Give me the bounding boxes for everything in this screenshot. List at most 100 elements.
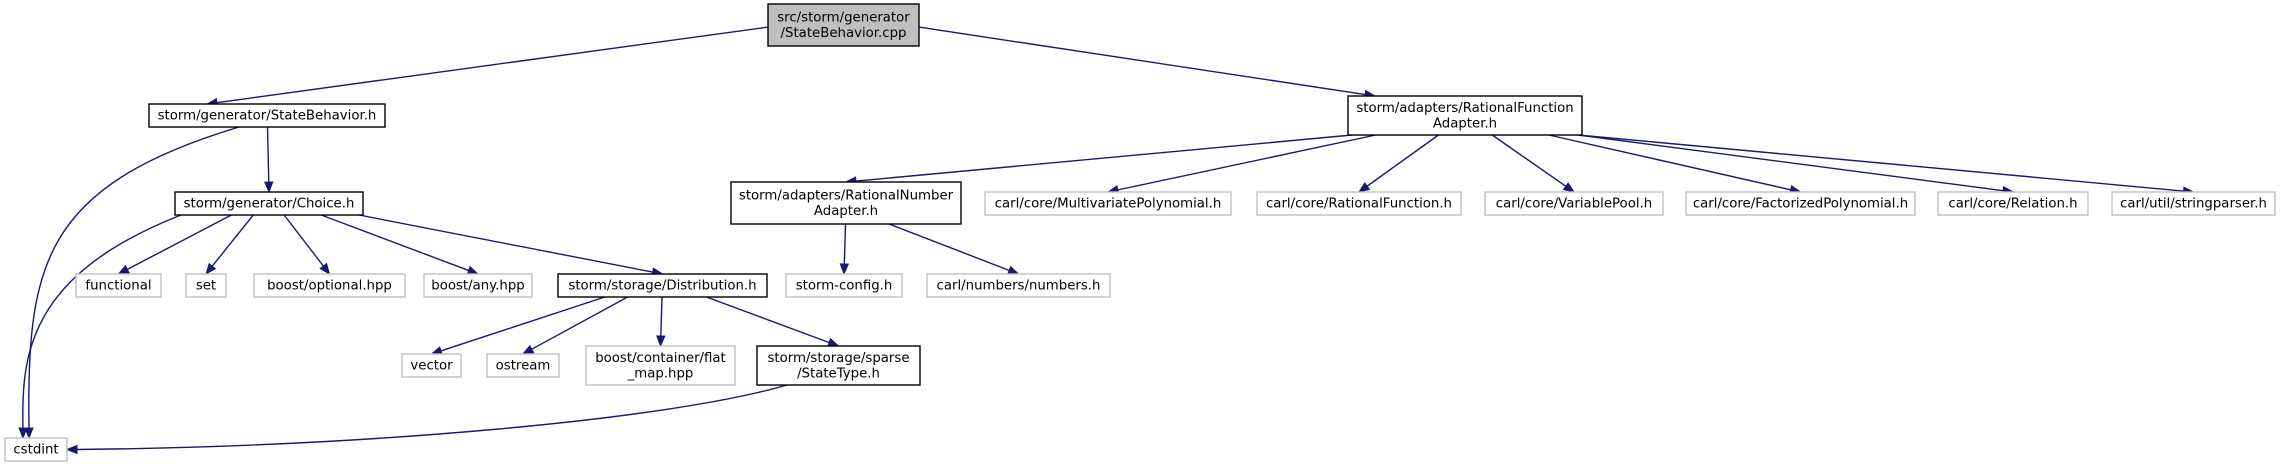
node-carl-factorizedpolynomial[interactable]: carl/core/FactorizedPolynomial.h bbox=[1685, 191, 1916, 216]
node-label: set bbox=[196, 279, 216, 294]
edge-line bbox=[854, 134, 1353, 182]
node-label: _map.hpp bbox=[627, 366, 694, 381]
node-functional[interactable]: functional bbox=[75, 273, 162, 298]
node-boost-flat-map[interactable]: boost/container/flat_map.hpp bbox=[585, 345, 736, 386]
edge-choice-to-cstdint bbox=[18, 214, 182, 440]
node-box bbox=[1937, 191, 2089, 216]
arrowhead-icon bbox=[117, 264, 131, 275]
edge-choice-to-any bbox=[321, 214, 480, 275]
node-box bbox=[2111, 191, 2276, 216]
nodes-layer: src/storm/generator/StateBehavior.cpp sto… bbox=[4, 3, 2276, 462]
node-box bbox=[486, 353, 560, 378]
edge-choice-to-dist bbox=[358, 214, 664, 277]
node-statetype-h[interactable]: storm/storage/sparse/StateType.h bbox=[756, 345, 921, 386]
edge-rfa-to-rf bbox=[1357, 134, 1439, 193]
edge-line bbox=[1577, 134, 2005, 192]
edge-rna-to-stormconfig bbox=[839, 223, 850, 276]
node-label: cstdint bbox=[13, 443, 58, 458]
node-label: carl/core/Relation.h bbox=[1948, 197, 2077, 212]
node-box bbox=[585, 345, 736, 386]
edge-line bbox=[358, 214, 654, 273]
edge-line bbox=[266, 126, 270, 184]
edge-line bbox=[215, 26, 769, 104]
edge-rfa-to-mvp bbox=[1106, 134, 1376, 195]
node-label: storm/generator/Choice.h bbox=[184, 197, 355, 212]
edge-line bbox=[439, 296, 605, 352]
node-box bbox=[1347, 95, 1583, 136]
edge-dist-to-flatmap bbox=[656, 296, 666, 348]
node-carl-multivariatepolynomial[interactable]: carl/core/MultivariatePolynomial.h bbox=[984, 191, 1232, 216]
node-choice-h[interactable]: storm/generator/Choice.h bbox=[174, 191, 364, 216]
node-label: functional bbox=[85, 279, 151, 294]
edge-rfa-to-vp bbox=[1491, 134, 1576, 193]
arrowhead-icon bbox=[319, 262, 331, 276]
edge-sb-to-choice bbox=[264, 126, 274, 194]
node-ostream[interactable]: ostream bbox=[486, 353, 560, 378]
node-carl-rationalfunction[interactable]: carl/core/RationalFunction.h bbox=[1256, 191, 1462, 216]
node-box bbox=[1685, 191, 1916, 216]
node-label: Adapter.h bbox=[1433, 116, 1497, 131]
node-label: carl/core/FactorizedPolynomial.h bbox=[1693, 197, 1908, 212]
node-statebehavior-h[interactable]: storm/generator/StateBehavior.h bbox=[148, 103, 386, 128]
edge-dist-to-statetype bbox=[706, 296, 840, 347]
edge-rna-to-numbers bbox=[888, 223, 1020, 275]
edge-line bbox=[126, 214, 232, 271]
node-box bbox=[926, 273, 1111, 298]
node-box bbox=[767, 3, 920, 47]
edge-rfa-to-rna bbox=[844, 134, 1353, 186]
node-boost-any[interactable]: boost/any.hpp bbox=[423, 273, 533, 298]
node-label: carl/util/stringparser.h bbox=[2120, 197, 2267, 212]
node-label: carl/core/RationalFunction.h bbox=[1266, 197, 1452, 212]
edge-line bbox=[1365, 134, 1439, 188]
node-carl-variablepool[interactable]: carl/core/VariablePool.h bbox=[1484, 191, 1664, 216]
node-statebehavior-cpp[interactable]: src/storm/generator/StateBehavior.cpp bbox=[767, 3, 920, 47]
edge-root-to-rfa bbox=[918, 26, 1377, 100]
node-carl-stringparser[interactable]: carl/util/stringparser.h bbox=[2111, 191, 2276, 216]
node-box bbox=[4, 437, 68, 462]
node-box bbox=[557, 273, 768, 298]
node-cstdint[interactable]: cstdint bbox=[4, 437, 68, 462]
node-carl-relation[interactable]: carl/core/Relation.h bbox=[1937, 191, 2089, 216]
node-label: /StateType.h bbox=[797, 366, 880, 381]
arrowhead-icon bbox=[1006, 265, 1020, 275]
node-box bbox=[1484, 191, 1664, 216]
edge-choice-to-functional bbox=[117, 214, 232, 275]
node-box bbox=[401, 353, 462, 378]
node-label: storm/storage/sparse bbox=[767, 351, 909, 366]
node-box bbox=[75, 273, 162, 298]
node-set[interactable]: set bbox=[185, 273, 227, 298]
arrowhead-icon bbox=[1562, 182, 1576, 193]
arrowhead-icon bbox=[656, 335, 666, 348]
node-storm-config[interactable]: storm-config.h bbox=[785, 273, 903, 298]
node-label: Adapter.h bbox=[814, 204, 878, 219]
edge-line bbox=[1577, 134, 2185, 192]
arrowhead-icon bbox=[65, 444, 78, 455]
edge-line bbox=[283, 214, 325, 268]
edge-line bbox=[76, 384, 788, 451]
node-vector[interactable]: vector bbox=[401, 353, 462, 378]
node-carl-numbers[interactable]: carl/numbers/numbers.h bbox=[926, 273, 1111, 298]
edge-line bbox=[1491, 134, 1568, 188]
node-box bbox=[730, 181, 962, 225]
node-boost-optional[interactable]: boost/optional.hpp bbox=[253, 273, 406, 298]
edge-line bbox=[1116, 134, 1376, 191]
node-label: storm/storage/Distribution.h bbox=[568, 279, 756, 294]
edge-line bbox=[918, 26, 1367, 96]
node-label: carl/core/MultivariatePolynomial.h bbox=[995, 197, 1222, 212]
node-distribution-h[interactable]: storm/storage/Distribution.h bbox=[557, 273, 768, 298]
arrowhead-icon bbox=[18, 427, 28, 440]
node-box bbox=[1256, 191, 1462, 216]
edge-sb-to-cstdint bbox=[24, 126, 240, 440]
arrowhead-icon bbox=[24, 427, 34, 440]
node-label: storm/adapters/RationalNumber bbox=[739, 188, 954, 203]
edge-rfa-to-sp bbox=[1577, 134, 2195, 196]
edge-line bbox=[211, 214, 254, 268]
node-box bbox=[423, 273, 533, 298]
node-box bbox=[785, 273, 903, 298]
edge-line bbox=[530, 296, 628, 351]
node-label: storm/generator/StateBehavior.h bbox=[158, 109, 377, 124]
edge-line bbox=[1548, 134, 1792, 191]
edge-line bbox=[28, 126, 240, 431]
